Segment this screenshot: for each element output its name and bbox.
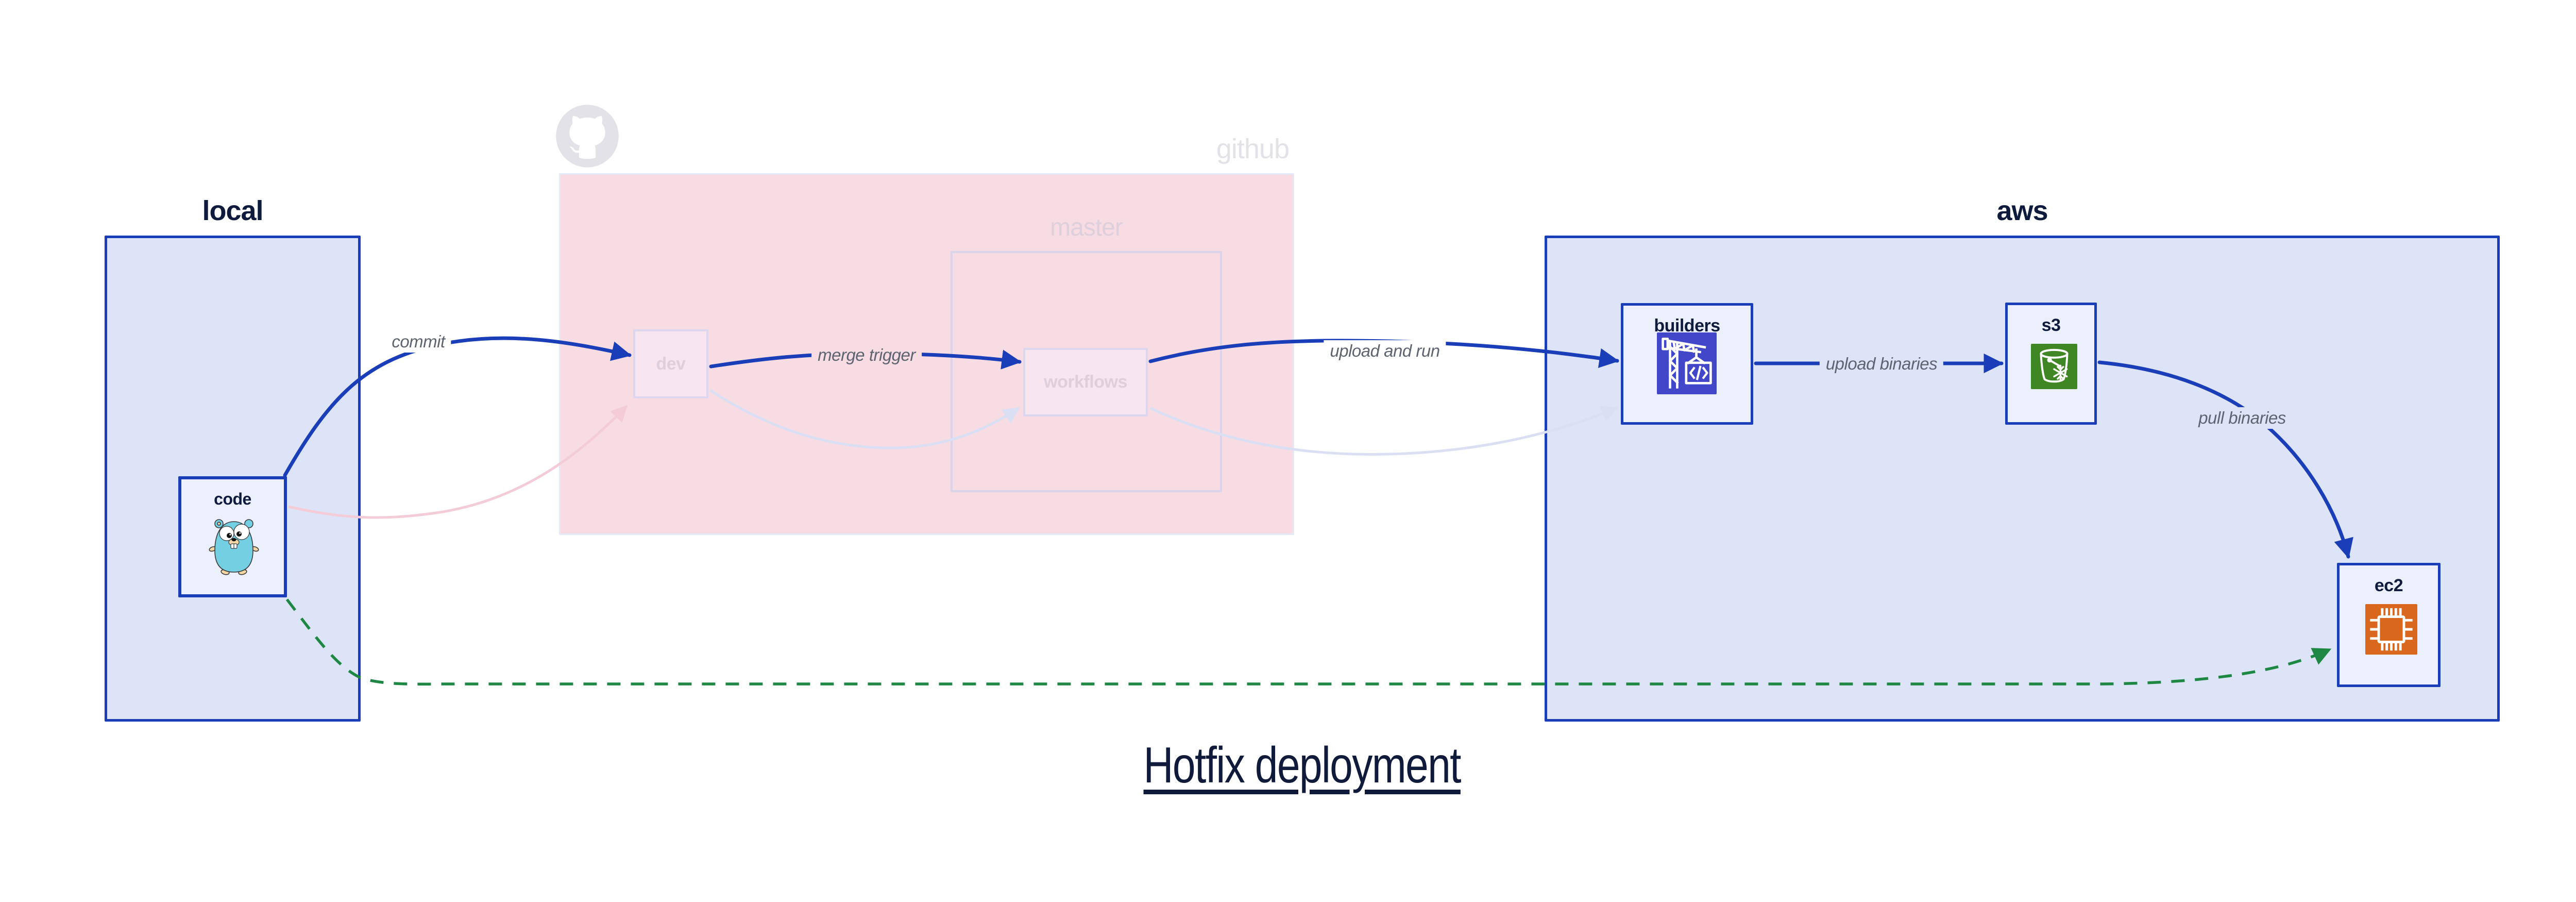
group-master-label: master [1050,214,1123,241]
edge-label-upload-binaries: upload binaries [1819,353,1944,375]
codebuild-crane-icon [1657,332,1717,394]
node-s3: s3 [2005,303,2097,425]
group-github-label: github [1216,133,1290,164]
s3-glacier-bucket-icon [2031,344,2077,389]
edge-workflows-to-builders-faded [1149,406,1618,456]
ec2-chip-icon [2365,604,2417,655]
group-local-label: local [202,195,263,226]
edge-label-commit: commit [385,331,451,353]
node-dev-label: dev [656,354,686,374]
edge-dev-to-workflows-faded [709,389,1020,449]
edge-label-merge-trigger: merge trigger [811,344,922,366]
edge-hotfix-dashed [285,598,2332,686]
group-master-box [951,251,1222,492]
edge-code-to-dev-faded [288,405,628,519]
diagram-title: Hotfix deployment [1143,737,1461,793]
node-workflows: workflows [1023,348,1148,416]
github-octocat-icon [555,104,619,168]
node-ec2: ec2 [2337,563,2441,687]
node-workflows-label: workflows [1044,372,1127,392]
edge-label-pull-binaries: pull binaries [2192,407,2292,429]
node-ec2-label: ec2 [2374,576,2403,595]
edge-label-upload-and-run: upload and run [1324,340,1446,362]
node-builders-label: builders [1654,316,1720,336]
node-dev: dev [633,329,708,398]
node-builders: builders [1621,303,1753,425]
group-aws-label: aws [1996,195,2048,226]
go-gopher-icon [207,516,261,576]
node-s3-label: s3 [2041,315,2061,335]
diagram-title-row: Hotfix deployment [0,736,2576,794]
edge-commit-line [283,336,632,477]
node-code: code [178,476,287,597]
node-code-label: code [214,490,251,508]
edge-pull-binaries-line [2097,360,2353,559]
